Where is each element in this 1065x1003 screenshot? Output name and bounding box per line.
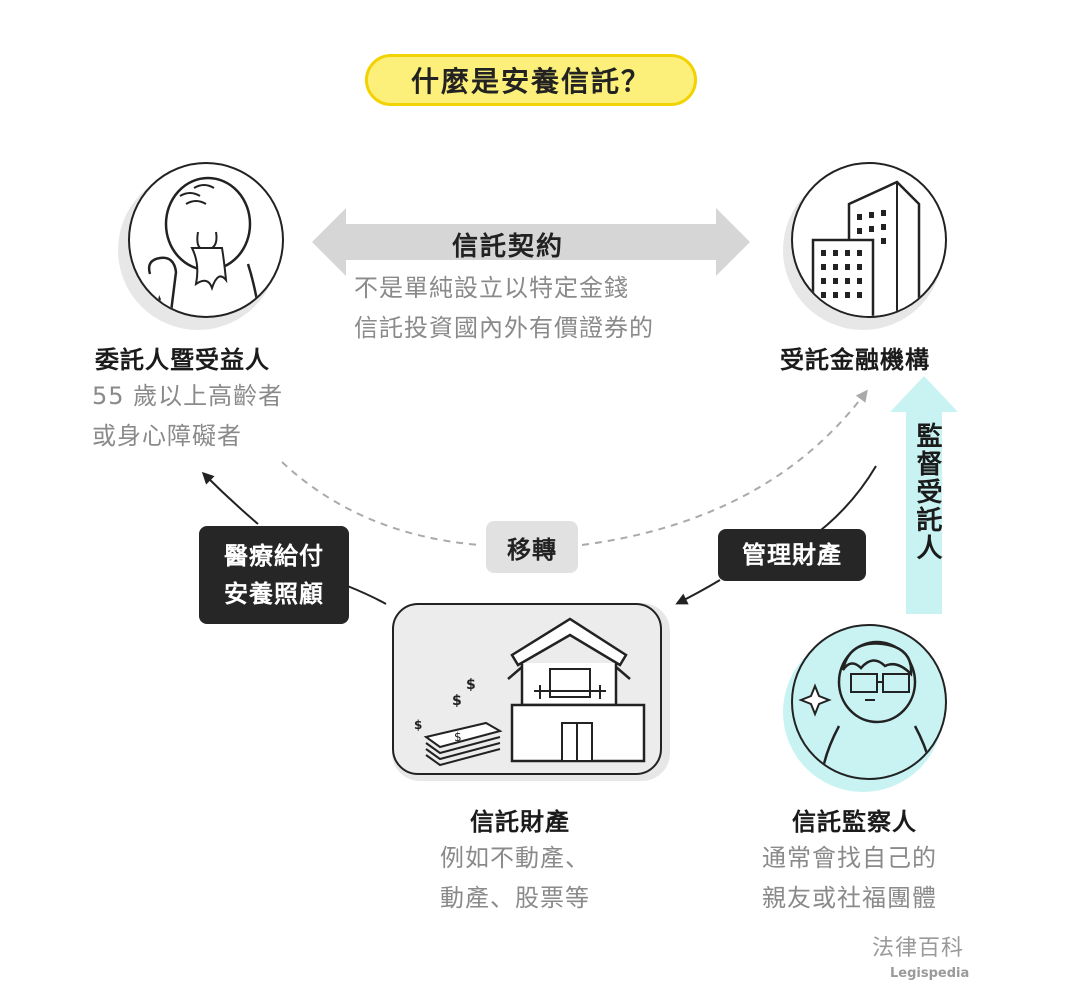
supervisor-person-icon	[798, 640, 934, 778]
money-stack-icon: $ $ $ $	[414, 677, 503, 767]
contract-desc-line1: 不是單純設立以特定金錢	[354, 274, 629, 302]
contract-desc-line2: 信託投資國內外有價證券的	[354, 314, 654, 342]
supervisor-name: 信託監察人	[792, 808, 917, 836]
manage-label: 管理財產	[718, 529, 866, 581]
transfer-dashed-curve	[281, 461, 481, 546]
benefit-arrow-head	[201, 471, 259, 525]
footer-logo: 法律百科	[872, 930, 964, 962]
page-title: 什麼是安養信託？	[365, 54, 697, 106]
transfer-label: 移轉	[486, 521, 578, 573]
contract-label: 信託契約	[452, 226, 564, 263]
manage-label-text: 管理財產	[742, 541, 842, 569]
supervisor-desc-line1: 通常會找自己的	[762, 844, 937, 872]
trustee-avatar	[791, 162, 947, 318]
contract-double-arrow	[312, 208, 750, 276]
settlor-name: 委託人暨受益人	[95, 346, 270, 374]
benefit-label-line2: 安養照顧	[224, 580, 324, 608]
transfer-dashed-curve-2	[581, 389, 868, 546]
benefit-label: 醫療給付 安養照顧	[199, 526, 349, 624]
property-desc-line2: 動產、股票等	[440, 884, 590, 912]
supervisor-desc-line2: 親友或社福團體	[762, 884, 937, 912]
manage-arrow-bottom	[675, 579, 721, 605]
supervise-label: 監督受託人	[912, 422, 942, 562]
supervise-arrow	[890, 376, 958, 614]
supervisor-avatar	[791, 624, 947, 780]
trustee-name: 受託金融機構	[780, 346, 930, 374]
svg-text:$: $	[452, 693, 462, 709]
property-illustration: $ $ $ $	[414, 617, 646, 767]
transfer-label-text: 移轉	[507, 535, 557, 564]
house-icon	[507, 617, 646, 763]
building-icon	[811, 180, 921, 316]
contract-label-text: 信託契約	[452, 232, 565, 262]
settlor-desc-line2: 或身心障礙者	[92, 422, 242, 450]
svg-text:$: $	[454, 730, 462, 744]
benefit-label-line1: 醫療給付	[224, 542, 324, 570]
svg-text:$: $	[466, 677, 476, 693]
property-box: $ $ $ $	[392, 603, 662, 775]
footer-logo-text: 法律百科	[872, 936, 965, 961]
settlor-avatar	[128, 162, 284, 318]
title-text: 什麼是安養信託？	[410, 65, 651, 98]
svg-text:$: $	[414, 718, 422, 732]
elder-illustration-icon	[147, 176, 261, 316]
property-name: 信託財產	[470, 808, 570, 836]
footer-sub-text: Legispedia	[890, 966, 970, 981]
benefit-arrow	[344, 584, 387, 605]
footer-sub: Legispedia	[890, 962, 969, 981]
property-desc-line1: 例如不動產、	[440, 844, 590, 872]
settlor-desc-line1: 55 歲以上高齡者	[92, 382, 284, 410]
